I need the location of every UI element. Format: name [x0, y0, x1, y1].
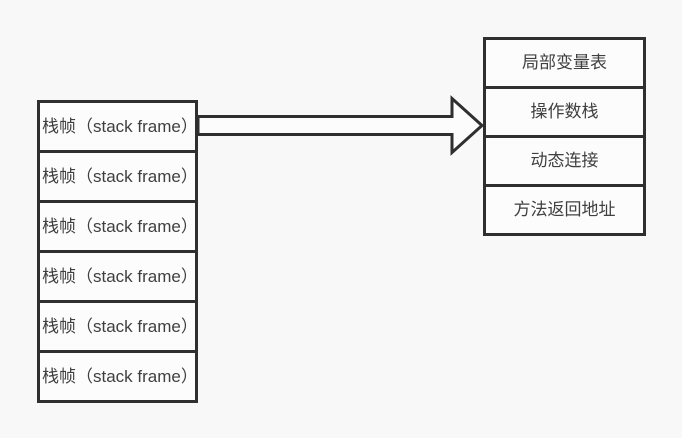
frame-detail-box: 方法返回地址	[483, 184, 646, 236]
stack-frame-column: 栈帧（stack frame） 栈帧（stack frame） 栈帧（stack…	[37, 100, 198, 403]
frame-detail-box: 动态连接	[483, 135, 646, 187]
frame-detail-column: 局部变量表 操作数栈 动态连接 方法返回地址	[483, 37, 646, 236]
stack-frame-box: 栈帧（stack frame）	[37, 200, 198, 253]
stack-frame-box: 栈帧（stack frame）	[37, 150, 198, 203]
frame-detail-box: 局部变量表	[483, 37, 646, 89]
stack-frame-box: 栈帧（stack frame）	[37, 350, 198, 403]
stack-frame-box: 栈帧（stack frame）	[37, 250, 198, 303]
stack-frame-box: 栈帧（stack frame）	[37, 100, 198, 153]
stack-frame-box: 栈帧（stack frame）	[37, 300, 198, 353]
frame-detail-box: 操作数栈	[483, 86, 646, 138]
arrow-right-icon	[196, 95, 485, 156]
